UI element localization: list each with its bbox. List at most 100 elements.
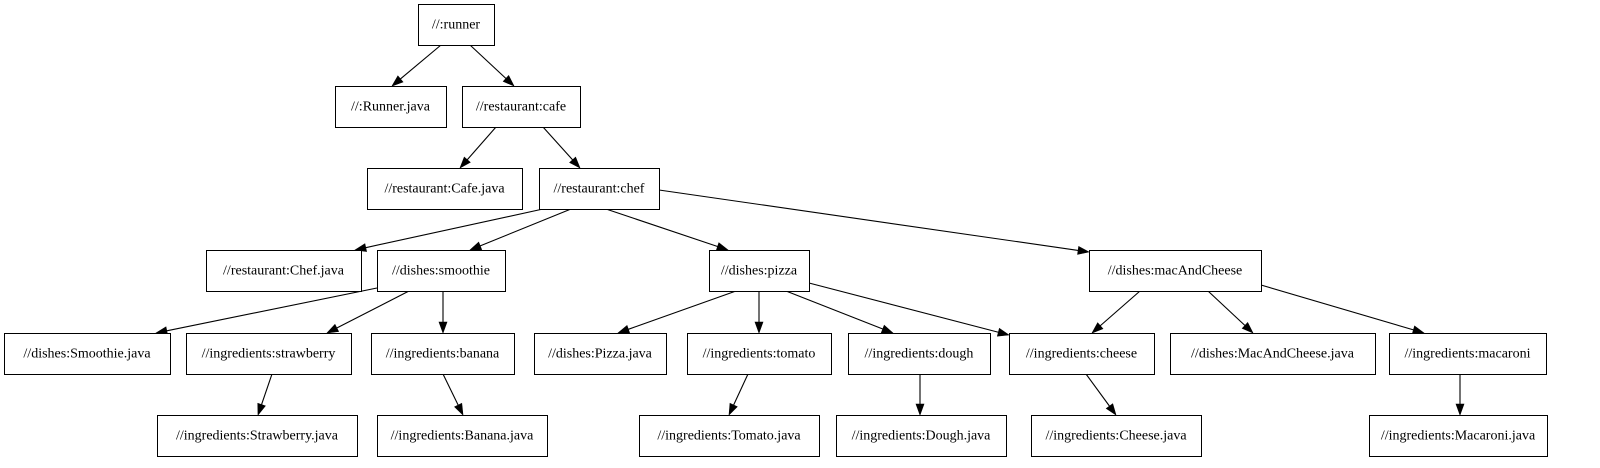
graph-node-cafe_java[interactable]: //restaurant:Cafe.java <box>367 168 523 210</box>
edge-arrowhead-icon <box>996 327 1010 337</box>
node-box[interactable] <box>377 415 548 457</box>
graph-node-macandcheese_java[interactable]: //dishes:MacAndCheese.java <box>1170 333 1376 375</box>
node-box[interactable] <box>1369 415 1548 457</box>
edge-line <box>785 290 883 330</box>
node-box[interactable] <box>1089 250 1262 292</box>
edge-line <box>628 290 737 330</box>
edge-line <box>479 208 572 247</box>
graph-edge-strawberry-to-strawberry_java <box>257 373 273 416</box>
graph-edge-macandcheese-to-cheese <box>1091 290 1141 334</box>
node-label: //:Runner.java <box>351 100 431 115</box>
graph-node-strawberry[interactable]: //ingredients:strawberry <box>186 333 352 375</box>
graph-node-pizza_java[interactable]: //dishes:Pizza.java <box>534 333 667 375</box>
edge-line <box>400 44 442 80</box>
edge-arrowhead-icon <box>391 75 404 87</box>
graph-edge-tomato-to-tomato_java <box>728 373 749 416</box>
graph-node-chef[interactable]: //restaurant:chef <box>539 168 660 210</box>
graph-edge-cheese-to-cheese_java <box>1085 373 1117 416</box>
graph-node-macaroni_java[interactable]: //ingredients:Macaroni.java <box>1369 415 1548 457</box>
node-box[interactable] <box>687 333 832 375</box>
node-box[interactable] <box>186 333 352 375</box>
edge-arrowhead-icon <box>1105 403 1117 416</box>
node-box[interactable] <box>335 86 447 128</box>
graph-node-runner[interactable]: //:runner <box>418 4 495 46</box>
graph-node-dough[interactable]: //ingredients:dough <box>848 333 991 375</box>
graph-edge-macandcheese-to-macandcheese_java <box>1207 290 1254 334</box>
graph-edge-banana-to-banana_java <box>442 373 464 416</box>
edge-arrowhead-icon <box>257 402 266 416</box>
graph-edge-dough-to-dough_java <box>915 374 925 416</box>
edge-line <box>605 208 718 248</box>
node-box[interactable] <box>367 168 523 210</box>
graph-edge-macaroni-to-macaroni_java <box>1455 374 1465 416</box>
edge-arrowhead-icon <box>715 242 729 251</box>
graph-edges-layer <box>155 44 1465 416</box>
graph-edge-runner-to-runner_java <box>391 44 442 87</box>
node-box[interactable] <box>1031 415 1202 457</box>
graph-node-macandcheese[interactable]: //dishes:macAndCheese <box>1089 250 1262 292</box>
node-label: //dishes:smoothie <box>392 264 490 279</box>
edge-line <box>442 373 459 406</box>
graph-node-cheese[interactable]: //ingredients:cheese <box>1009 333 1155 375</box>
graph-node-cheese_java[interactable]: //ingredients:Cheese.java <box>1031 415 1202 457</box>
node-label: //ingredients:cheese <box>1026 347 1137 362</box>
node-box[interactable] <box>539 168 660 210</box>
graph-node-cafe[interactable]: //restaurant:cafe <box>462 86 581 128</box>
graph-node-tomato_java[interactable]: //ingredients:Tomato.java <box>639 415 820 457</box>
edge-arrowhead-icon <box>1455 403 1465 416</box>
node-box[interactable] <box>1389 333 1547 375</box>
edge-line <box>1099 290 1141 327</box>
node-box[interactable] <box>848 333 991 375</box>
edge-line <box>808 282 999 333</box>
node-box[interactable] <box>1009 333 1155 375</box>
graph-edge-chef-to-chef_java <box>354 208 544 252</box>
graph-edge-smoothie-to-strawberry <box>326 290 410 334</box>
node-label: //dishes:MacAndCheese.java <box>1191 347 1355 362</box>
node-label: //ingredients:banana <box>386 347 500 362</box>
node-label: //restaurant:Cafe.java <box>384 182 505 197</box>
graph-node-smoothie[interactable]: //dishes:smoothie <box>377 250 506 292</box>
edge-arrowhead-icon <box>880 324 894 334</box>
graph-node-banana[interactable]: //ingredients:banana <box>371 333 515 375</box>
graph-node-pizza[interactable]: //dishes:pizza <box>709 250 810 292</box>
node-box[interactable] <box>4 333 171 375</box>
graph-edge-pizza-to-pizza_java <box>617 290 737 334</box>
node-box[interactable] <box>462 86 581 128</box>
node-box[interactable] <box>836 415 1007 457</box>
node-box[interactable] <box>157 415 358 457</box>
node-box[interactable] <box>206 250 362 292</box>
node-box[interactable] <box>1170 333 1376 375</box>
node-box[interactable] <box>371 333 515 375</box>
node-box[interactable] <box>639 415 820 457</box>
edge-arrowhead-icon <box>569 156 581 169</box>
edge-line <box>336 290 410 329</box>
graph-node-macaroni[interactable]: //ingredients:macaroni <box>1389 333 1547 375</box>
edge-line <box>365 208 544 249</box>
node-label: //ingredients:Strawberry.java <box>176 429 339 444</box>
graph-edge-runner-to-cafe <box>469 44 515 87</box>
graph-edge-pizza-to-cheese <box>808 282 1010 337</box>
node-label: //restaurant:chef <box>554 182 645 197</box>
graph-node-strawberry_java[interactable]: //ingredients:Strawberry.java <box>157 415 358 457</box>
graph-node-dough_java[interactable]: //ingredients:Dough.java <box>836 415 1007 457</box>
node-box[interactable] <box>418 4 495 46</box>
edge-line <box>542 126 574 161</box>
node-label: //restaurant:Chef.java <box>223 264 345 279</box>
graph-node-banana_java[interactable]: //ingredients:Banana.java <box>377 415 548 457</box>
edge-arrowhead-icon <box>1241 322 1254 334</box>
graph-node-smoothie_java[interactable]: //dishes:Smoothie.java <box>4 333 171 375</box>
edge-arrowhead-icon <box>728 402 738 416</box>
edge-arrowhead-icon <box>469 241 483 251</box>
node-label: //ingredients:strawberry <box>202 347 336 362</box>
node-box[interactable] <box>377 250 506 292</box>
edge-arrowhead-icon <box>1091 322 1104 334</box>
node-box[interactable] <box>534 333 667 375</box>
graph-node-tomato[interactable]: //ingredients:tomato <box>687 333 832 375</box>
graph-node-chef_java[interactable]: //restaurant:Chef.java <box>206 250 362 292</box>
node-box[interactable] <box>709 250 810 292</box>
graph-node-runner_java[interactable]: //:Runner.java <box>335 86 447 128</box>
edge-line <box>166 287 378 332</box>
graph-nodes-layer: //:runner //:Runner.java //restaurant:cafe… <box>4 4 1548 457</box>
